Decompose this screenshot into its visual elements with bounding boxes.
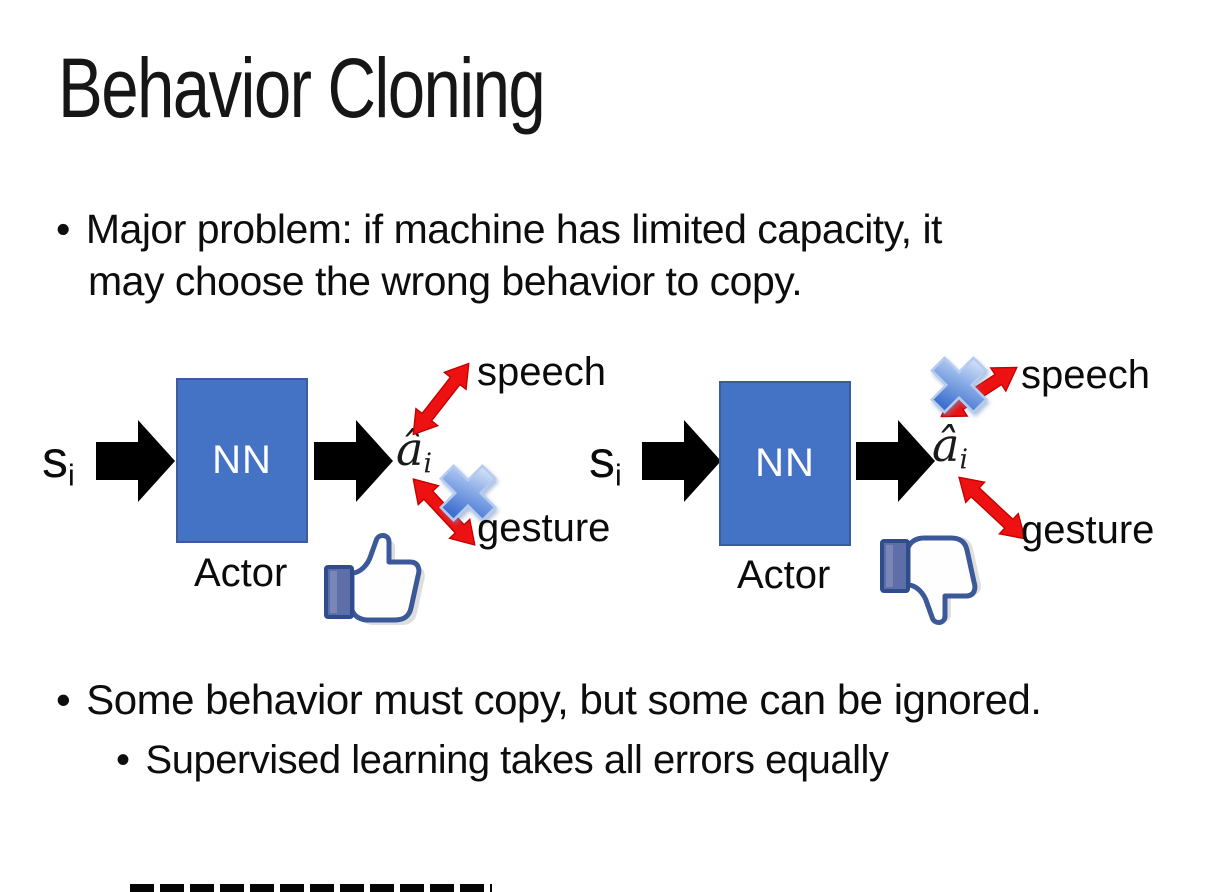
bullet-marker: • xyxy=(116,738,130,782)
speech-label: speech xyxy=(1021,353,1150,397)
bullet-major-problem-line1: Major problem: if machine has limited ca… xyxy=(85,206,943,252)
actor-label: Actor xyxy=(737,553,831,597)
nn-box: NN xyxy=(176,378,308,543)
thumbs-up-icon xyxy=(324,533,425,625)
output-action-label: âi xyxy=(932,418,968,476)
bullet-some-behavior: •Some behavior must copy, but some can b… xyxy=(56,676,1042,723)
red-double-arrow-icon xyxy=(412,362,470,436)
bullet-major-problem-line2: may choose the wrong behavior to copy. xyxy=(88,258,803,304)
gesture-label: gesture xyxy=(477,506,611,550)
gesture-label: gesture xyxy=(1021,508,1155,552)
bullet-marker: • xyxy=(56,206,70,252)
input-state-label: si xyxy=(42,431,75,493)
right-block-arrow-icon xyxy=(96,420,175,502)
blue-x-reject-icon xyxy=(439,464,497,522)
thumbs-down-icon xyxy=(880,535,981,625)
right-block-arrow-icon xyxy=(314,420,393,502)
slide-title: Behavior Cloning xyxy=(58,41,546,135)
red-double-arrow-icon xyxy=(958,476,1026,540)
blue-x-reject-icon xyxy=(930,356,988,414)
nn-box: NN xyxy=(719,381,851,546)
bullet-major-problem: • Major problem: if machine has limited c… xyxy=(56,206,942,253)
actor-label: Actor xyxy=(194,551,288,595)
cutoff-text-fragment xyxy=(130,884,492,892)
speech-label: speech xyxy=(477,350,606,394)
nn-label: NN xyxy=(755,441,815,485)
nn-label: NN xyxy=(212,438,272,482)
bullet-supervised-learning: •Supervised learning takes all errors eq… xyxy=(116,738,889,782)
input-state-label: si xyxy=(589,431,622,493)
right-block-arrow-icon xyxy=(856,420,935,502)
right-block-arrow-icon xyxy=(642,420,721,502)
bullet-marker: • xyxy=(56,676,71,723)
